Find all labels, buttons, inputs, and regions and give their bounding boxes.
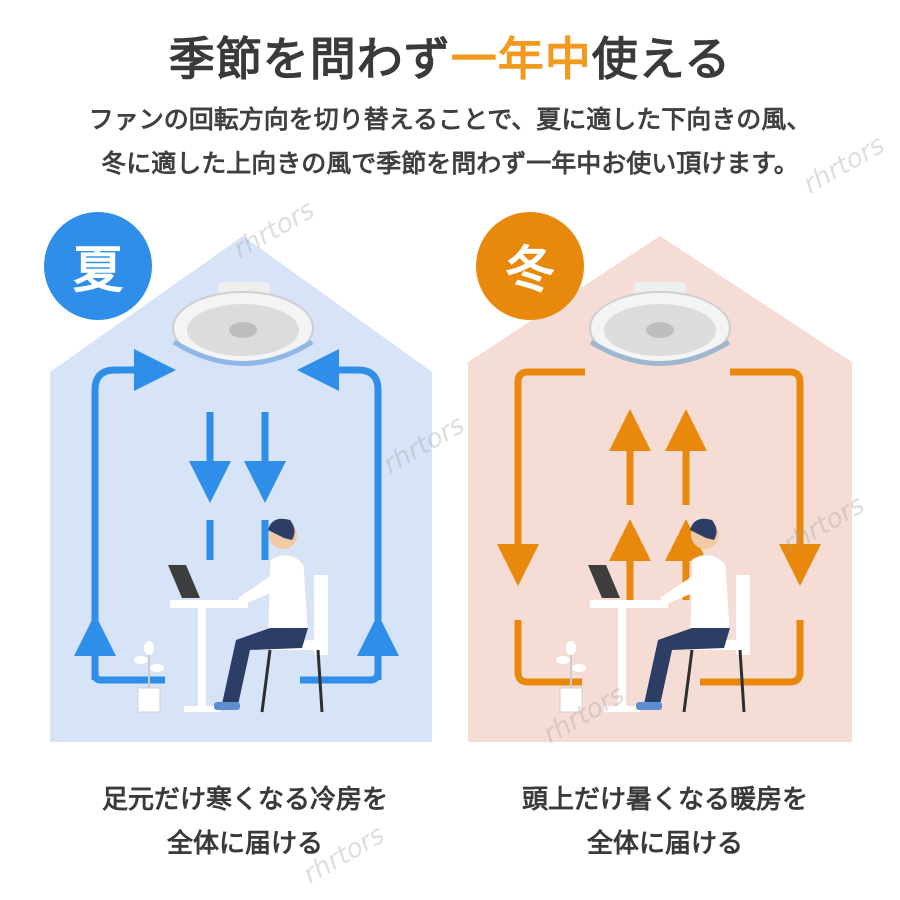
summer-caption-line-1: 足元だけ寒くなる冷房を [101, 785, 388, 815]
winter-right-floor-line [700, 620, 804, 686]
description-line-1: ファンの回転方向を切り替えることで、夏に適した下向きの風、 [88, 105, 812, 134]
summer-caption: 足元だけ寒くなる冷房を 全体に届ける [35, 778, 455, 866]
description: ファンの回転方向を切り替えることで、夏に適した下向きの風、 冬に適した上向きの風… [30, 98, 870, 186]
page-title: 季節を問わず一年中使える [0, 30, 900, 88]
title-highlight: 一年中 [450, 32, 592, 86]
winter-person-icon [636, 518, 731, 710]
winter-ceiling-fan-icon [589, 282, 731, 366]
winter-desk-icon [588, 565, 668, 712]
title-text-before: 季節を問わず [168, 32, 451, 86]
winter-caption-line-1: 頭上だけ暑くなる暖房を [521, 785, 808, 815]
winter-plant-icon [556, 641, 586, 713]
winter-badge: 冬 [476, 212, 584, 320]
winter-right-loop-arrow-icon [730, 368, 821, 586]
winter-left-loop-arrow-icon [497, 368, 585, 586]
summer-desk-icon [168, 565, 248, 712]
title-text-after: 使える [591, 32, 732, 86]
summer-ceiling-fan-icon [172, 282, 314, 366]
summer-badge: 夏 [44, 212, 152, 320]
summer-scene [50, 236, 432, 742]
summer-right-loop-arrow-icon [297, 349, 382, 684]
winter-scene [468, 236, 852, 742]
winter-caption-line-2: 全体に届ける [586, 829, 743, 859]
summer-person-icon [214, 518, 309, 710]
summer-caption-line-2: 全体に届ける [166, 829, 323, 859]
winter-house [468, 236, 852, 742]
summer-plant-icon [134, 641, 164, 713]
description-line-2: 冬に適した上向きの風で季節を問わず一年中お使い頂けます。 [101, 149, 799, 178]
winter-caption: 頭上だけ暑くなる暖房を 全体に届ける [455, 778, 875, 866]
winter-left-floor-line [514, 620, 582, 686]
